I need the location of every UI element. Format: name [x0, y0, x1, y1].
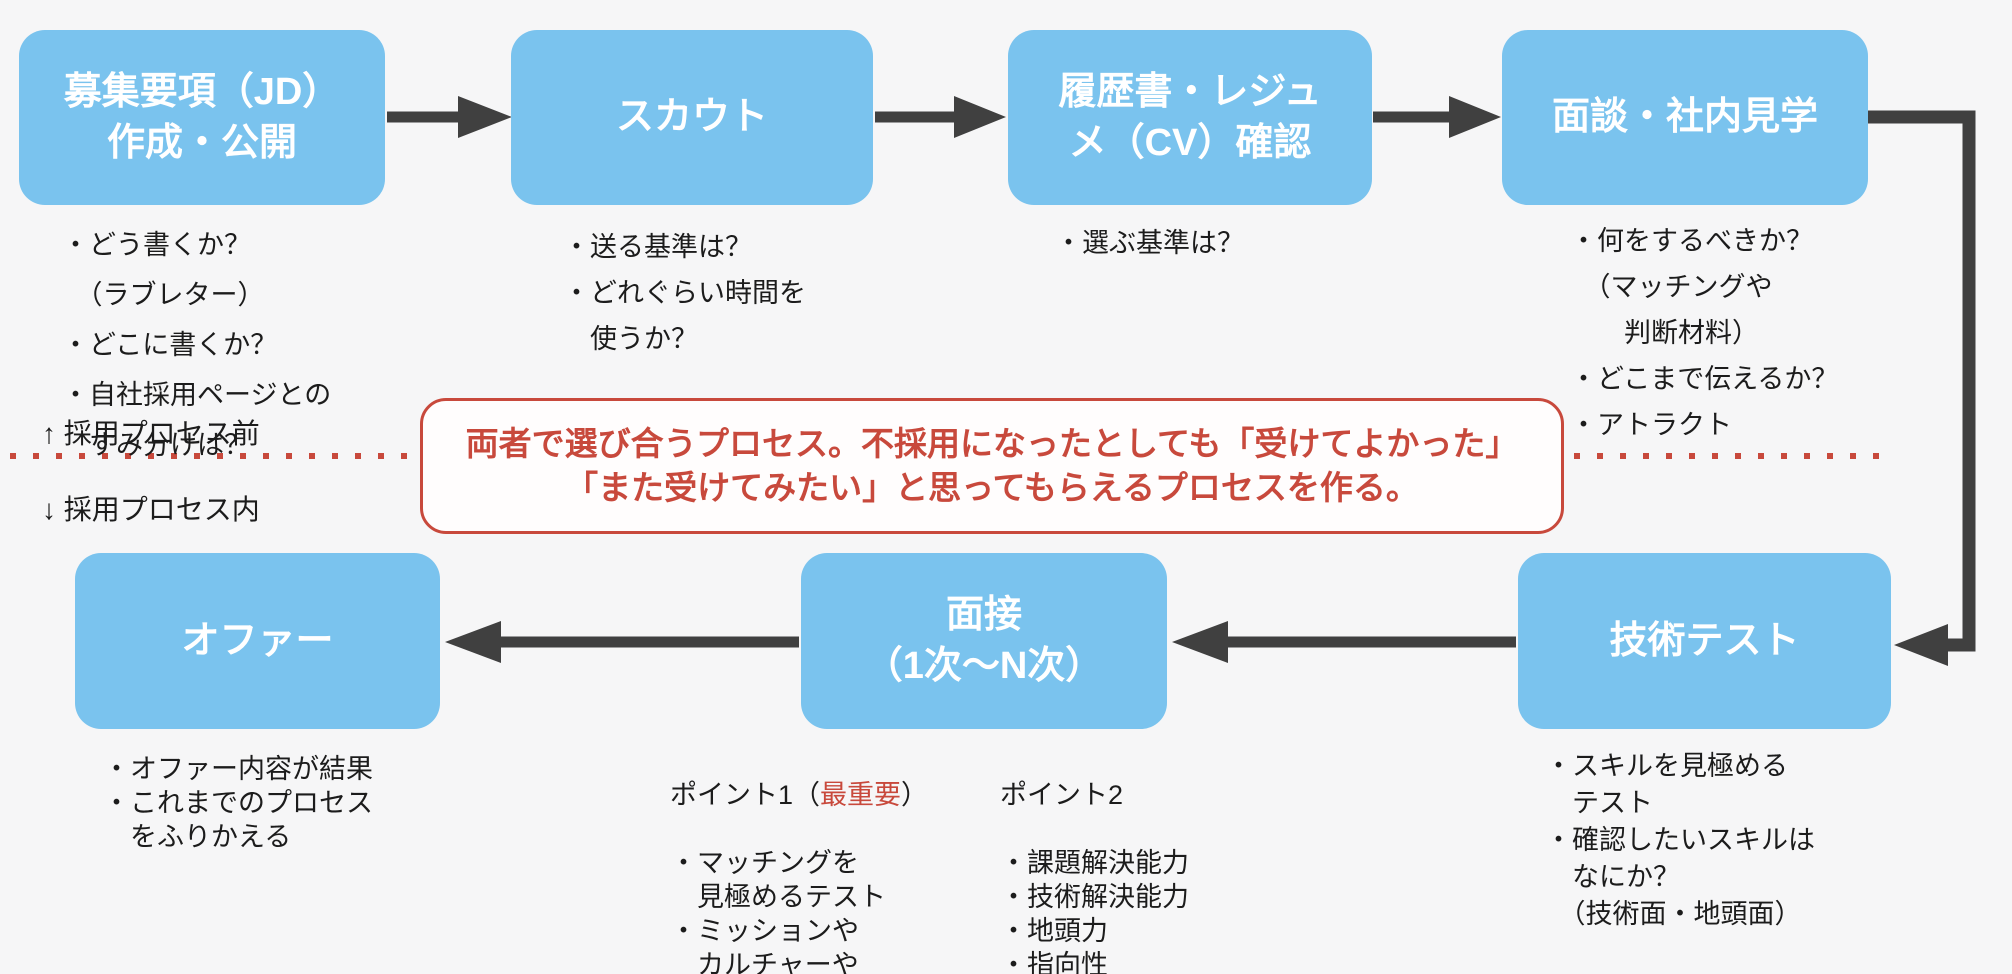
callout-text: 両者で選び合うプロセス。不採用になったとしても「受けてよかった」 「また受けてみ…: [465, 425, 1519, 506]
stage-box-scout: スカウト: [511, 30, 873, 205]
arrow-interview-to-offer: [445, 621, 799, 663]
arrow-meet-to-tech-elbow: [1868, 110, 1976, 666]
interview-point2-heading: ポイント2: [1000, 780, 1124, 810]
stage-notes-scout: ・送る基準は？ ・どれぐらい時間を 使うか？: [563, 232, 806, 354]
stage-box-casual-meeting: 面談・社内見学: [1502, 30, 1868, 205]
stage-notes-offer: ・オファー内容が結果 ・これまでのプロセス をふりかえる: [103, 754, 373, 852]
phase-label-inside-process: ↓ 採用プロセス内: [42, 494, 260, 525]
stage-box-offer: オファー: [75, 553, 440, 729]
stage-notes-jd: ・どう書くか？ （ラブレター） ・どこに書くか？ ・自社採用ページとの すみ分け…: [62, 230, 332, 460]
arrow-tech-to-interview: [1172, 621, 1516, 663]
interview-point2-column: ポイント2 ・課題解決能力 ・技術解決能力 ・地頭力 ・指向性 （プロダクト・技…: [1000, 744, 1284, 974]
stage-box-jd-title: 募集要項（JD） 作成・公開: [63, 70, 341, 164]
phase-label-before-process: ↑ 採用プロセス前: [42, 418, 260, 449]
stage-box-cv-check-title: 履歴書・レジュ メ（CV）確認: [1058, 70, 1322, 164]
stage-box-interview: 面接 （1次〜N次）: [801, 553, 1167, 729]
stage-box-offer-title: オファー: [181, 619, 334, 662]
interview-point1-notes: ・マッチングを 見極めるテスト ・ミッションや カルチャーや 求めるバリューなど: [670, 848, 886, 974]
stage-box-jd: 募集要項（JD） 作成・公開: [19, 30, 385, 205]
stage-box-tech-test-title: 技術テスト: [1609, 619, 1800, 662]
stage-notes-casual-meeting: ・何をするべきか？ （マッチングや 判断材料） ・どこまで伝えるか？ ・アトラク…: [1570, 226, 1839, 440]
stage-box-tech-test: 技術テスト: [1518, 553, 1891, 729]
interview-point1-heading: ポイント1（最重要）: [670, 780, 929, 810]
callout-box: 両者で選び合うプロセス。不採用になったとしても「受けてよかった」 「また受けてみ…: [420, 398, 1564, 534]
stage-box-scout-title: スカウト: [615, 96, 768, 139]
interview-point1-highlight: 最重要: [820, 780, 902, 810]
interview-point2-notes: ・課題解決能力 ・技術解決能力 ・地頭力 ・指向性 （プロダクト・技術）: [1000, 848, 1189, 974]
stage-box-casual-meeting-title: 面談・社内見学: [1551, 96, 1818, 139]
stage-box-interview-title: 面接 （1次〜N次）: [864, 594, 1104, 687]
stage-notes-tech-test: ・スキルを見極める テスト ・確認したいスキルは なにか？ （技術面・地頭面）: [1545, 751, 1815, 929]
interview-point1-column: ポイント1（最重要） ・マッチングを 見極めるテスト ・ミッションや カルチャー…: [670, 744, 940, 974]
stage-box-cv-check: 履歴書・レジュ メ（CV）確認: [1008, 30, 1372, 205]
stage-notes-cv-check: ・選ぶ基準は？: [1055, 228, 1244, 258]
arrow-cv-to-meet: [1373, 96, 1501, 138]
arrow-scout-to-cv: [875, 96, 1006, 138]
arrow-jd-to-scout: [387, 96, 512, 138]
